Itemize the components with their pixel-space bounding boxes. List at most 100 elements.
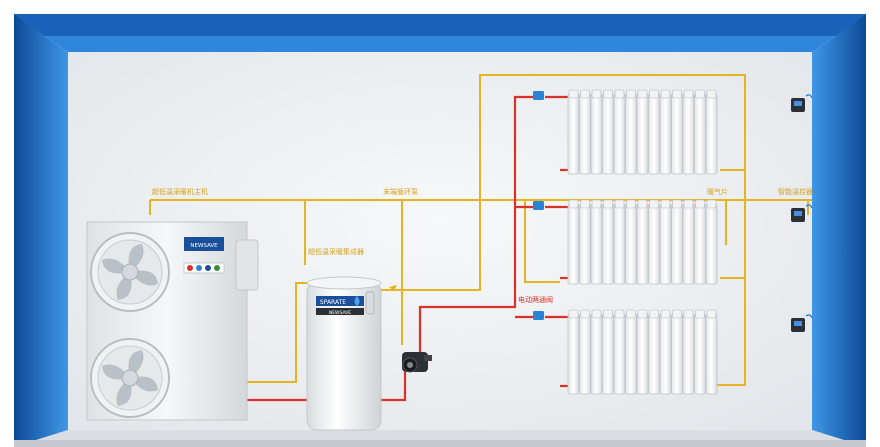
radiator-fin (625, 93, 637, 175)
label-circulation-pump: 末端循环泵 (383, 187, 418, 196)
radiator-fin-cap (706, 89, 717, 99)
radiator-fin (590, 203, 603, 285)
thermostat-icon (791, 94, 813, 112)
radiator-fin-cap (568, 89, 579, 99)
circulation-pump-icon (402, 352, 432, 373)
radiator-fin (590, 313, 603, 395)
valve-icon (533, 311, 544, 320)
smart-thermostats (791, 94, 813, 332)
radiator-fin-cap (672, 89, 682, 99)
radiator-fin-cap (649, 309, 659, 319)
radiator-fin-cap (695, 89, 705, 99)
radiator-fin-cap (603, 309, 613, 319)
radiator-fin (579, 313, 591, 395)
radiator-fin-cap (649, 89, 659, 99)
tank-logo-sub: NEWSAVE (329, 310, 351, 316)
radiator-fin-cap (683, 309, 694, 319)
radiator-fin (579, 93, 591, 175)
radiators (567, 89, 718, 395)
radiator-fin (567, 313, 580, 395)
electric-valves (533, 91, 544, 320)
radiator-fin-cap (580, 199, 590, 209)
radiator-fin-cap (626, 199, 636, 209)
radiator-fin-cap (706, 199, 717, 209)
valve-icon (533, 91, 544, 100)
radiator-fin-cap (591, 199, 602, 209)
radiator-fin (567, 93, 580, 175)
valve-icon (533, 201, 544, 210)
radiator-fin (567, 203, 580, 285)
radiator-fin (694, 93, 706, 175)
radiator-fin (648, 203, 660, 285)
radiator-fin (648, 93, 660, 175)
tank-logo-plate (316, 296, 364, 306)
radiator-fin-cap (637, 309, 648, 319)
radiator (567, 89, 718, 175)
water-drop-icon (354, 296, 360, 306)
radiator-fin (694, 313, 706, 395)
radiator-fin-cap (672, 309, 682, 319)
radiator (567, 309, 718, 395)
radiator-fin-cap (603, 89, 613, 99)
radiator-fin (636, 93, 649, 175)
radiator-fin-cap (695, 199, 705, 209)
thermostat-icon (791, 204, 813, 222)
radiator (567, 199, 718, 285)
heat-pump-logo: NEWSAVE (190, 243, 218, 249)
radiator-fin-cap (568, 199, 579, 209)
radiator-fin (636, 203, 649, 285)
radiator-fin-cap (626, 309, 636, 319)
label-integrated-unit: 超低温采暖集成器 (308, 247, 364, 256)
radiator-fin (682, 203, 695, 285)
radiator-fin (590, 93, 603, 175)
radiator-fin (671, 313, 683, 395)
radiator-fin (602, 313, 614, 395)
component-labels: 超低温采暖机主机 末端循环泵 暖气片 智能温控器 超低温采暖集成器 电动两通阀 (152, 187, 813, 304)
radiator-fin (659, 93, 672, 175)
radiator-fin-cap (706, 309, 717, 319)
radiator-fin-cap (637, 89, 648, 99)
radiator-fin-cap (591, 309, 602, 319)
radiator-fin (625, 313, 637, 395)
radiator-fin (705, 313, 718, 395)
radiator-fin (671, 203, 683, 285)
radiator-fin (671, 93, 683, 175)
radiator-fin-cap (649, 199, 659, 209)
radiator-fin (648, 313, 660, 395)
radiator-fin-cap (683, 199, 694, 209)
radiator-fin-cap (614, 309, 625, 319)
radiator-fin (602, 93, 614, 175)
integrated-unit-tank: SPARATE NEWSAVE (306, 276, 382, 431)
radiator-fin (705, 203, 718, 285)
radiator-fin (682, 313, 695, 395)
certification-badges (183, 262, 225, 274)
radiator-fin (694, 203, 706, 285)
radiator-fin-cap (637, 199, 648, 209)
radiator-fin (613, 93, 626, 175)
radiator-fin (682, 93, 695, 175)
radiator-fin-cap (660, 309, 671, 319)
radiator-fin (579, 203, 591, 285)
radiator-fin-cap (603, 199, 613, 209)
radiator-fin-cap (695, 309, 705, 319)
radiator-fin-cap (580, 309, 590, 319)
radiator-fin-cap (660, 199, 671, 209)
label-electric-valve: 电动两通阀 (518, 295, 553, 304)
flow-arrow-icon (389, 285, 397, 291)
radiator-fin (613, 313, 626, 395)
radiator-fin (613, 203, 626, 285)
radiator-fin (705, 93, 718, 175)
heat-pump-logo-plate (184, 237, 224, 251)
radiator-fin-cap (683, 89, 694, 99)
radiator-fin (625, 203, 637, 285)
radiator-fin-cap (660, 89, 671, 99)
fan-icon (90, 232, 170, 312)
radiator-fin (659, 203, 672, 285)
thermostat-icon (791, 314, 813, 332)
label-heat-pump: 超低温采暖机主机 (152, 187, 208, 196)
radiator-fin-cap (591, 89, 602, 99)
label-smart-thermostat: 智能温控器 (778, 187, 813, 196)
fan-icon (90, 338, 170, 418)
label-radiator: 暖气片 (707, 187, 728, 196)
